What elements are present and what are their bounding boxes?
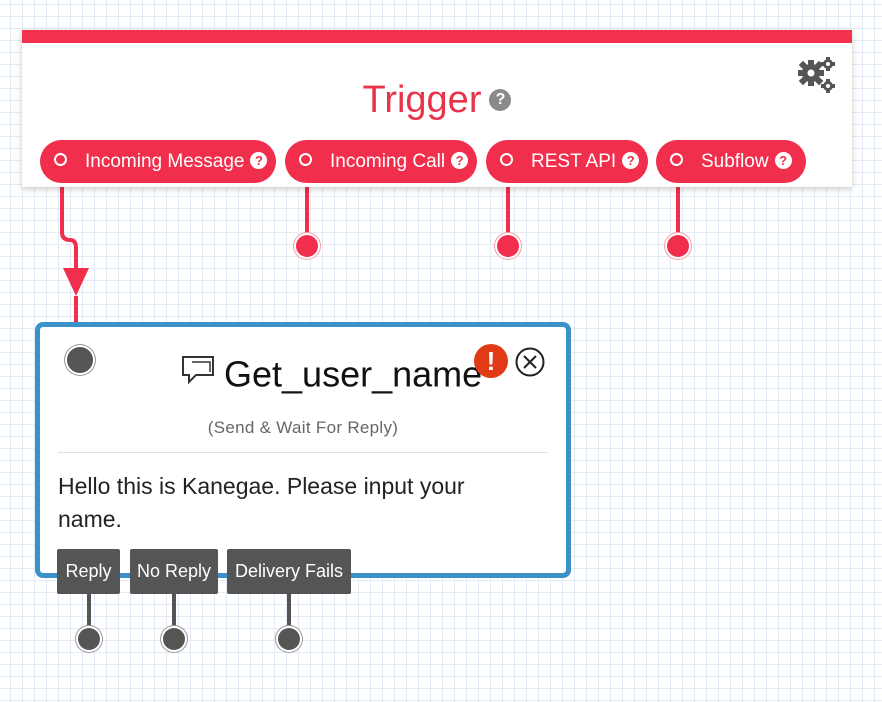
no-reply-output-dot[interactable] [163, 628, 185, 650]
radio-ring-icon [54, 153, 67, 166]
trigger-rest-api[interactable]: REST API? [486, 140, 648, 183]
chat-bubble-icon [180, 349, 216, 399]
trigger-title-text: Trigger [362, 78, 482, 121]
help-icon[interactable]: ? [250, 152, 268, 169]
radio-ring-icon [670, 153, 683, 166]
trigger-title: Trigger? [22, 76, 852, 122]
trigger-incoming-message[interactable]: Incoming Message? [40, 140, 276, 183]
trigger-subflow[interactable]: Subflow? [656, 140, 806, 183]
incoming-message-connection [60, 168, 78, 270]
help-icon[interactable]: ? [451, 152, 469, 169]
node-title: Get_user_name [180, 347, 482, 399]
pill-label: Incoming Call [330, 151, 446, 172]
delivery-fails-output-dot[interactable] [278, 628, 300, 650]
output-reply[interactable]: Reply [57, 549, 120, 594]
node-title-text: Get_user_name [224, 353, 483, 395]
gears-icon[interactable] [796, 57, 838, 95]
reply-output-dot[interactable] [78, 628, 100, 650]
connection-arrowhead [63, 268, 89, 296]
help-icon[interactable]: ? [622, 152, 640, 169]
incoming-call-output-dot[interactable] [296, 235, 318, 257]
rest-api-output-dot[interactable] [497, 235, 519, 257]
output-no-reply[interactable]: No Reply [130, 549, 218, 594]
subflow-output-dot[interactable] [667, 235, 689, 257]
widget-node-get-user-name[interactable]: Get_user_name ! (Send & Wait For Reply) … [35, 322, 571, 578]
radio-ring-icon [500, 153, 513, 166]
node-message-body: Hello this is Kanegae. Please input your… [58, 473, 465, 532]
help-icon[interactable]: ? [489, 88, 512, 111]
trigger-incoming-call[interactable]: Incoming Call? [285, 140, 477, 183]
error-icon[interactable]: ! [474, 344, 508, 378]
pill-label: REST API [531, 151, 617, 172]
trigger-node[interactable]: Trigger? Incoming Message [22, 30, 852, 187]
help-icon[interactable]: ? [774, 152, 792, 169]
radio-ring-icon [299, 153, 312, 166]
close-icon[interactable] [515, 347, 545, 377]
pill-label: Incoming Message [85, 151, 245, 172]
node-input-dot[interactable] [67, 347, 93, 373]
node-divider [58, 452, 548, 453]
pill-label: Subflow [701, 151, 769, 172]
node-subtitle: (Send & Wait For Reply) [207, 418, 399, 437]
output-delivery-fails[interactable]: Delivery Fails [227, 549, 351, 594]
